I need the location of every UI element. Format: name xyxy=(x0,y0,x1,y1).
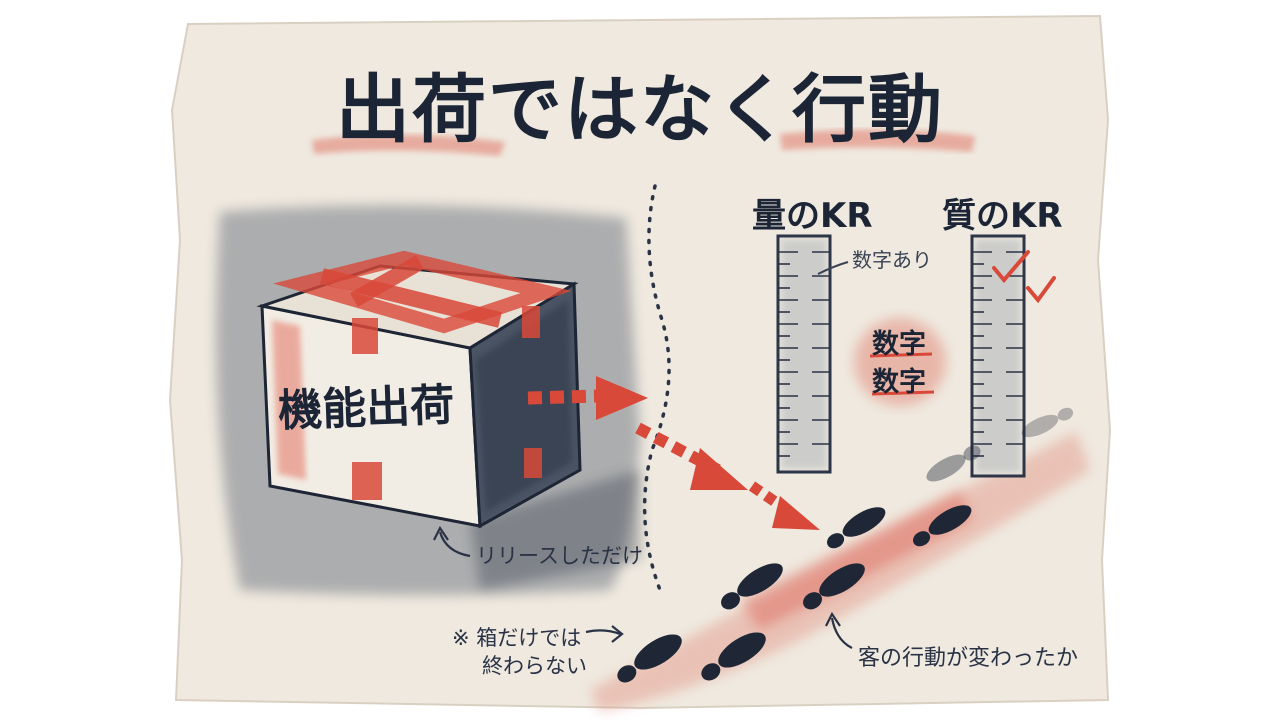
checkmark-icon xyxy=(992,250,1030,284)
stamp-wash xyxy=(854,318,946,406)
box-shadow xyxy=(470,470,640,590)
box-note-line: ※ 箱だけでは xyxy=(452,626,582,650)
package-box-icon xyxy=(256,250,582,529)
arrow-icon xyxy=(527,376,648,420)
note-pointer xyxy=(817,261,849,275)
box-label: 機能出荷 xyxy=(277,379,455,438)
curved-arrow-icon xyxy=(585,629,621,636)
customer-caption: 客の行動が変わったか xyxy=(858,646,1079,671)
stamp-underline xyxy=(869,352,933,358)
curved-arrow-icon xyxy=(438,531,471,558)
curved-arrow-icon xyxy=(611,625,624,643)
ruler-icon xyxy=(970,234,1026,478)
quantity-kr-title: 量のKR xyxy=(752,196,873,236)
arrow-icon xyxy=(635,422,748,490)
arrow-icon xyxy=(748,481,820,530)
title-underline-right xyxy=(780,129,975,152)
page-title: 出荷ではなく行動 xyxy=(336,67,944,153)
stamp-text: 数字 xyxy=(872,367,926,398)
stamp-underline xyxy=(871,390,935,396)
title-underline-left xyxy=(312,134,505,156)
curved-arrow-icon xyxy=(825,611,841,627)
curved-arrow-icon xyxy=(830,617,853,649)
footprint-icon xyxy=(617,407,1074,683)
footprint-trail xyxy=(740,490,972,630)
checkmark-icon xyxy=(1026,276,1056,304)
curved-arrow-icon xyxy=(433,525,449,541)
quantity-note: 数字あり xyxy=(852,248,932,272)
box-note-line: 終わらない xyxy=(482,654,587,678)
quality-kr-title: 質のKR xyxy=(942,196,1063,236)
release-caption: リリースしただけ xyxy=(476,544,643,568)
ruler-icon xyxy=(776,234,832,474)
divider-dotted xyxy=(642,184,671,592)
stamp-text: 数字 xyxy=(872,329,926,360)
